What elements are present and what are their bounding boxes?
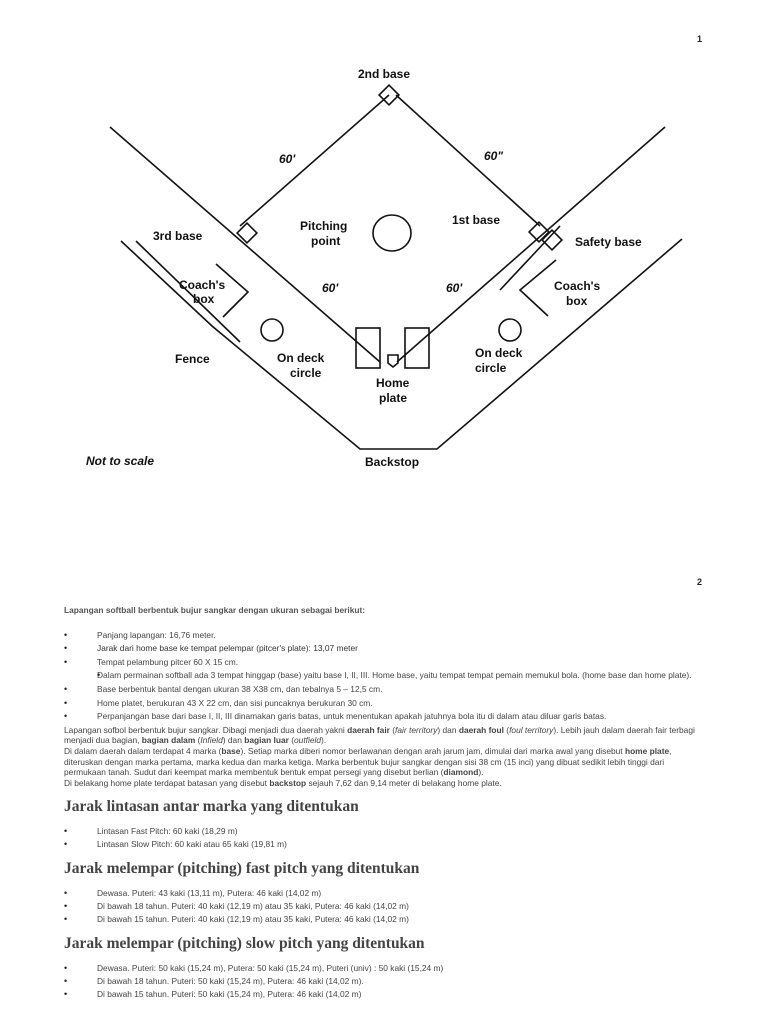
fence-line	[120, 238, 683, 450]
label-second-base: 2nd base	[358, 67, 410, 81]
list-item: Lintasan Fast Pitch: 60 kaki (18,29 m)	[64, 826, 706, 837]
list-item: Base berbentuk bantal dengan ukuran 38 X…	[64, 684, 706, 695]
foul-line-left	[109, 126, 381, 363]
pitching-circle	[372, 214, 412, 252]
paragraph-bases: Di dalam daerah dalam terdapat 4 marka (…	[64, 745, 672, 778]
section-list: Lintasan Fast Pitch: 60 kaki (18,29 m) L…	[64, 826, 706, 850]
coach-box-left	[215, 263, 250, 318]
coach-box-right-top	[499, 225, 561, 291]
label-not-to-scale: Not to scale	[86, 454, 154, 468]
label-backstop: Backstop	[365, 455, 419, 469]
batter-box-right	[404, 327, 430, 369]
coach-box-right-lines	[518, 259, 557, 317]
list-item: Jarak dari home base ke tempat pelempar …	[64, 643, 706, 654]
label-safety-base: Safety base	[575, 235, 642, 249]
label-coach-box-right-1: Coach's	[554, 279, 601, 293]
label-coach-box-left-2: box	[193, 292, 215, 306]
label-home-plate-2: plate	[379, 391, 407, 405]
safety-base	[540, 228, 564, 252]
section-list: Dewasa. Puteri: 43 kaki (13,11 m), Puter…	[64, 888, 706, 925]
spec-list: Panjang lapangan: 16,76 meter. Jarak dar…	[64, 630, 706, 722]
label-pitching-2: point	[311, 234, 340, 248]
label-fence: Fence	[175, 352, 210, 366]
on-deck-circle-left	[260, 318, 284, 342]
home-plate	[387, 354, 399, 369]
label-dist-top-left: 60'	[279, 152, 296, 166]
section-title: Jarak lintasan antar marka yang ditentuk…	[64, 798, 359, 816]
list-item: Lintasan Slow Pitch: 60 kaki atau 65 kak…	[64, 839, 706, 850]
batter-box-left	[355, 327, 381, 369]
paragraph-territory: Lapangan sofbol berbentuk bujur sangkar.…	[64, 724, 695, 746]
on-deck-circle-right	[498, 318, 522, 342]
section-list: Dewasa. Puteri: 50 kaki (15,24 m), Puter…	[64, 963, 706, 1000]
first-base	[527, 220, 551, 244]
label-coach-box-left-1: Coach's	[179, 278, 226, 292]
list-item: Panjang lapangan: 16,76 meter.	[64, 630, 706, 641]
page-number-2: 2	[697, 577, 703, 587]
list-item: Tempat pelambung pitcer 60 X 15 cm.	[64, 657, 706, 668]
document-body: Lapangan softball berbentuk bujur sangka…	[64, 605, 706, 1002]
paragraph-backstop: Di belakang home plate terdapat batasan …	[64, 777, 502, 788]
section-title: Jarak melempar (pitching) slow pitch yan…	[64, 934, 425, 952]
intro-text: Lapangan softball berbentuk bujur sangka…	[64, 605, 366, 615]
softball-field-diagram: 2nd base 60' 60" 3rd base Pitching point…	[86, 67, 683, 469]
label-coach-box-right-2: box	[566, 294, 588, 308]
label-dist-bottom-left: 60'	[322, 281, 339, 295]
section-title: Jarak melempar (pitching) fast pitch yan…	[64, 860, 420, 877]
list-item: Di bawah 15 tahun. Puteri: 40 kaki (12,1…	[64, 914, 706, 925]
label-on-deck-right-2: circle	[475, 361, 507, 375]
list-item: Di bawah 18 tahun. Puteri: 50 kaki (15,2…	[64, 976, 706, 987]
label-on-deck-left-2: circle	[290, 366, 322, 380]
label-dist-bottom-right: 60'	[446, 281, 463, 295]
page-number-1: 1	[697, 34, 703, 44]
label-pitching-1: Pitching	[300, 219, 347, 233]
third-base	[235, 221, 259, 245]
list-item: Dewasa. Puteri: 50 kaki (15,24 m), Puter…	[64, 963, 706, 974]
label-on-deck-right-1: On deck	[475, 346, 523, 360]
list-item: Perpanjangan base dari base I, II, III d…	[64, 711, 706, 722]
list-item: Home platet, berukuran 43 X 22 cm, dan s…	[64, 698, 706, 709]
fence-inner-left	[135, 240, 241, 343]
label-home-plate-1: Home	[376, 376, 410, 390]
second-base	[377, 83, 401, 107]
foul-line-right	[396, 126, 666, 363]
baseline-3rd-to-2nd	[239, 94, 390, 227]
label-on-deck-left-1: On deck	[277, 351, 325, 365]
label-third-base: 3rd base	[153, 229, 203, 243]
label-dist-top-right: 60"	[484, 149, 503, 163]
list-item: Dewasa. Puteri: 43 kaki (13,11 m), Puter…	[64, 888, 706, 899]
list-item: Di bawah 18 tahun. Puteri: 40 kaki (12,1…	[64, 901, 706, 912]
list-item: Di bawah 15 tahun. Puteri: 50 kaki (15,2…	[64, 989, 706, 1000]
label-first-base: 1st base	[452, 213, 500, 227]
baseline-2nd-to-1st	[395, 94, 541, 227]
list-item: Dalam permainan softball ada 3 tempat hi…	[64, 670, 706, 681]
